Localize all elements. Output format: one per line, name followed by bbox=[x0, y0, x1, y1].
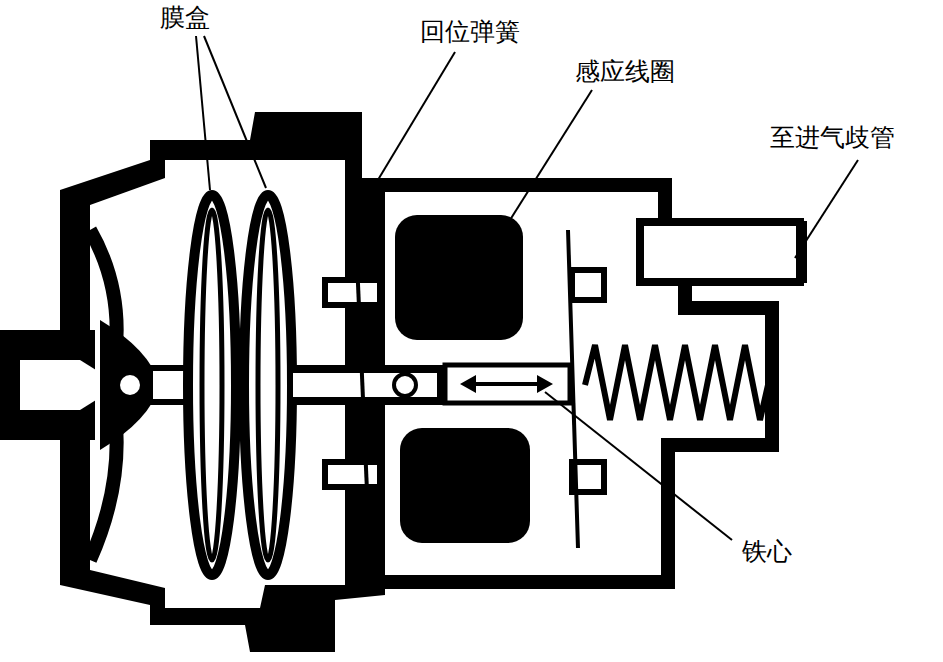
part-label: 膜盒 bbox=[158, 4, 212, 33]
induction-coil bbox=[395, 215, 523, 340]
part-label: 感应线圈 bbox=[573, 58, 677, 87]
capsule bbox=[188, 195, 236, 575]
capsule-inner bbox=[202, 210, 222, 560]
induction-coil bbox=[400, 428, 530, 543]
part-label: 铁心 bbox=[740, 538, 794, 567]
motion-arrow-heads bbox=[460, 375, 553, 393]
return-spring bbox=[355, 215, 370, 560]
coil-housing bbox=[378, 185, 800, 582]
mount-hole bbox=[120, 375, 140, 395]
shaft bbox=[290, 370, 440, 400]
part-label: 回位弹簧 bbox=[418, 18, 522, 47]
leader-lines bbox=[196, 36, 858, 540]
capsule-inner bbox=[258, 210, 278, 560]
capsule bbox=[244, 195, 292, 575]
motion-arrow bbox=[468, 382, 545, 386]
shaft-joint bbox=[394, 374, 416, 396]
coil-spring bbox=[585, 345, 768, 420]
coil-terminal bbox=[572, 270, 604, 300]
intake-tube bbox=[640, 222, 800, 282]
coil-terminal bbox=[325, 462, 380, 487]
coil-terminal bbox=[325, 280, 380, 305]
part-label: 至进气歧管 bbox=[768, 124, 897, 153]
